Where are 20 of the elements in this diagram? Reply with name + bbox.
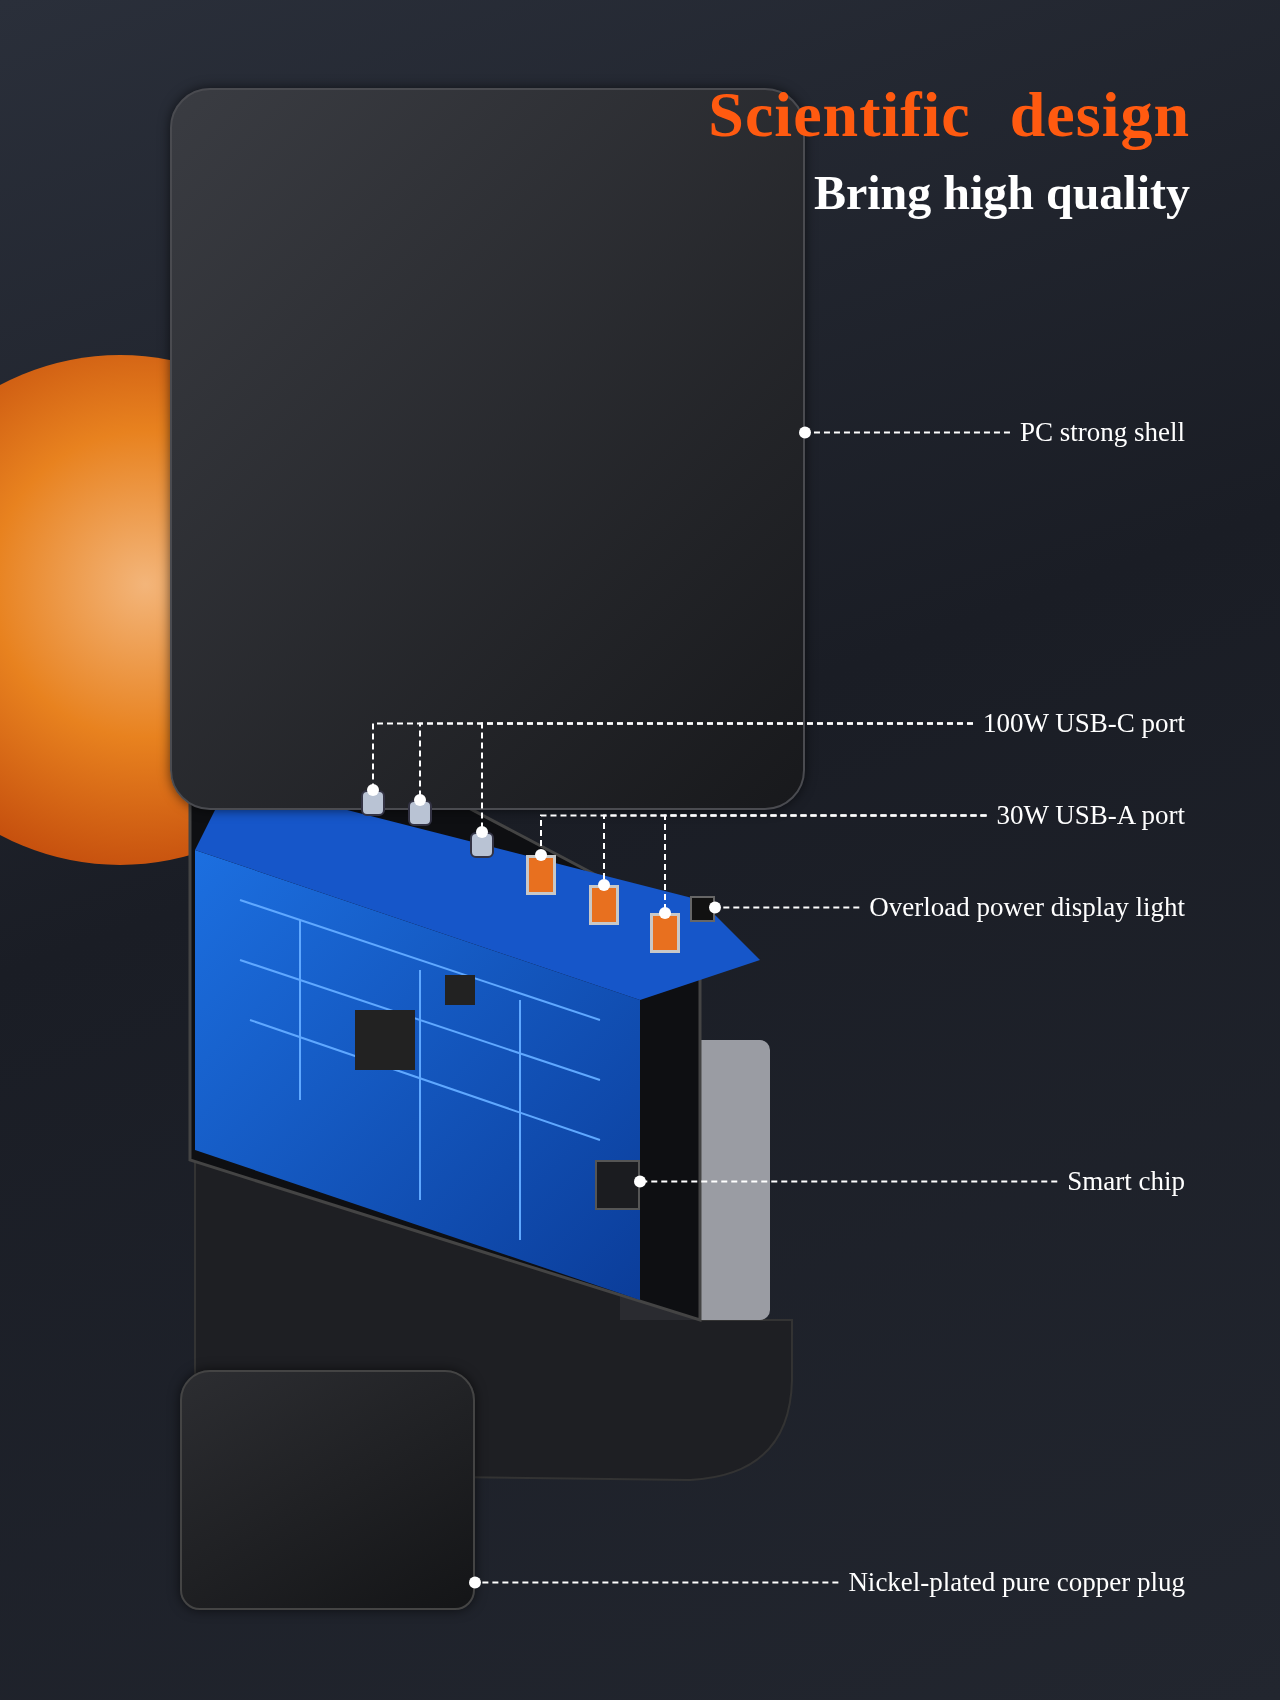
leader-line: [476, 722, 974, 838]
leader-line: [659, 814, 988, 919]
callout-label: Nickel-plated pure copper plug: [848, 1567, 1185, 1598]
callout-label: Smart chip: [1067, 1166, 1185, 1197]
indicator-light: [690, 896, 715, 922]
leader-line: [634, 1175, 1059, 1188]
usb-a-port: [526, 855, 556, 895]
usb-a-port: [589, 885, 619, 925]
callout-label: PC strong shell: [1019, 417, 1185, 448]
plug-adapter: [180, 1370, 475, 1610]
title: Scientific design: [708, 78, 1190, 152]
leader-line: [709, 901, 861, 914]
chip: [595, 1160, 640, 1210]
subtitle: Bring high quality: [813, 165, 1190, 220]
callout-label: 30W USB-A port: [996, 800, 1185, 831]
leader-line: [799, 426, 1011, 439]
callout-label: Overload power display light: [869, 892, 1185, 923]
leader-line: [469, 1576, 840, 1589]
usb-a-port: [650, 913, 680, 953]
callout-label: 100W USB-C port: [983, 708, 1185, 739]
